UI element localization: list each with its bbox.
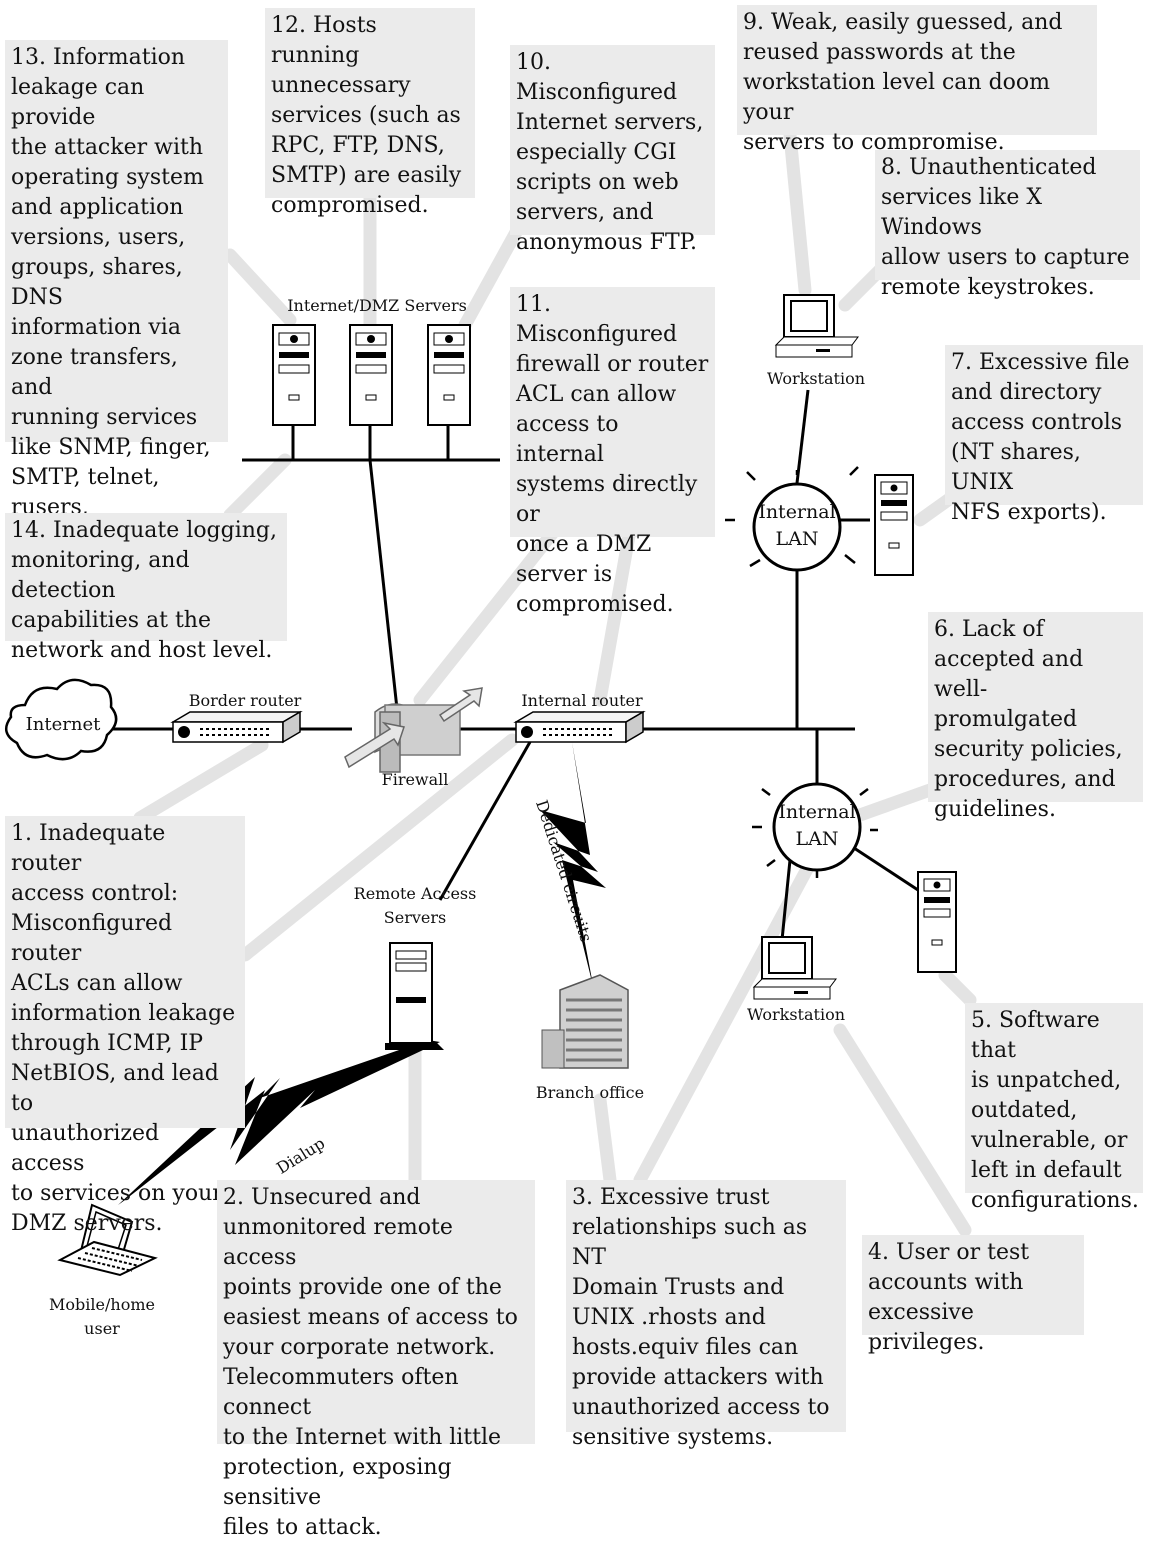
lan-server-bottom-icon xyxy=(917,871,957,973)
internal-router-label: Internal router xyxy=(521,691,643,710)
dmz-server-3-icon xyxy=(427,324,471,426)
dmz-server-2-icon xyxy=(349,324,393,426)
connector-3b xyxy=(633,838,827,1187)
dedicated-circuit-bolt xyxy=(540,742,606,990)
workstation-bottom-label: Workstation xyxy=(747,1005,845,1024)
internal-router-icon xyxy=(513,710,646,744)
callout-5-unpatched-software: 5. Software that is unpatched, outdated,… xyxy=(965,1003,1143,1213)
connector-10 xyxy=(458,218,527,332)
remote-access-label: Remote Access Servers xyxy=(353,884,477,927)
connector-5 xyxy=(938,968,977,1007)
dmz-server-1-icon xyxy=(272,324,316,426)
lan-bottom-label: Internal LAN xyxy=(778,801,856,850)
callout-11-misconfigured-firewall: 11. Misconfigured firewall or router ACL… xyxy=(510,287,715,617)
firewall-icon xyxy=(344,687,483,773)
callout-6-security-policies: 6. Lack of accepted and well- promulgate… xyxy=(928,612,1143,822)
internet-label: Internet xyxy=(25,714,101,735)
callout-13-information-leakage: 13. Information leakage can provide the … xyxy=(5,40,228,550)
connector-9 xyxy=(783,128,812,297)
branch-office-label: Branch office xyxy=(535,1083,645,1102)
callout-3-trust-relationships: 3. Excessive trust relationships such as… xyxy=(566,1180,846,1450)
workstation-top-icon xyxy=(774,294,859,358)
callout-10-misconfigured-servers: 10. Misconfigured Internet servers, espe… xyxy=(510,45,715,255)
callout-14-inadequate-logging: 14. Inadequate logging, monitoring, and … xyxy=(5,513,287,663)
callout-4-privileged-accounts: 4. User or test accounts with excessive … xyxy=(862,1235,1084,1355)
connector-13 xyxy=(223,248,297,327)
border-router-icon xyxy=(170,710,303,744)
connector-14 xyxy=(223,453,292,522)
callout-7-excessive-access-controls: 7. Excessive file and directory access c… xyxy=(945,345,1143,525)
mobile-user-label: Mobile/home user xyxy=(49,1295,155,1338)
workstation-top-label: Workstation xyxy=(767,369,865,388)
callout-1-router-access-control: 1. Inadequate router access control: Mis… xyxy=(5,816,245,1236)
network-diagram xyxy=(4,128,977,1277)
callout-9-weak-passwords: 9. Weak, easily guessed, and reused pass… xyxy=(737,5,1097,155)
connector-11b xyxy=(593,523,637,707)
remote-access-server-icon xyxy=(385,942,444,1050)
lan-server-top-icon xyxy=(874,474,914,576)
connector-1 xyxy=(238,733,519,962)
callout-8-unauthenticated-services: 8. Unauthenticated services like X Windo… xyxy=(875,150,1140,300)
network-links xyxy=(112,389,919,941)
workstation-bottom-icon xyxy=(752,936,837,1000)
connector-6 xyxy=(853,783,937,822)
callout-2-remote-access: 2. Unsecured and unmonitored remote acce… xyxy=(217,1180,535,1540)
connector-11a xyxy=(413,523,562,707)
internet-cloud xyxy=(4,678,118,761)
connector-4 xyxy=(833,1023,972,1237)
dmz-servers-label: Internet/DMZ Servers xyxy=(287,296,467,315)
callout-12-unnecessary-services: 12. Hosts running unnecessary services (… xyxy=(265,8,475,218)
callout-connectors xyxy=(133,128,977,1237)
lan-top-label: Internal LAN xyxy=(758,501,836,550)
lan-top-hub xyxy=(725,466,859,584)
border-router-label: Border router xyxy=(188,691,302,710)
laptop-icon xyxy=(57,1203,158,1277)
branch-office-icon xyxy=(541,974,629,1069)
connector-3 xyxy=(593,1093,617,1187)
firewall-label: Firewall xyxy=(381,770,449,789)
lan-bottom-hub xyxy=(752,774,878,878)
dialup-bolt xyxy=(118,1040,440,1205)
connector-1b xyxy=(133,738,269,825)
